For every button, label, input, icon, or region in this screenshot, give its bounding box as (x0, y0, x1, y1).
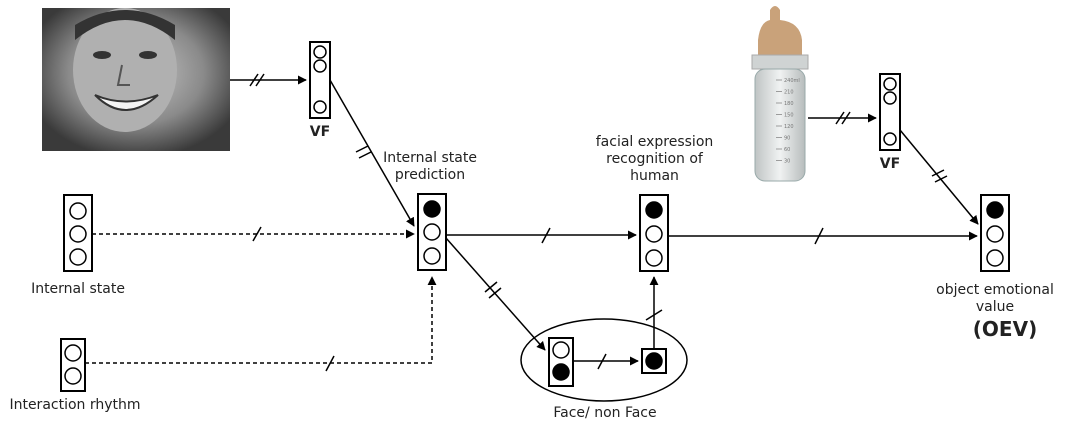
vf-left-node (309, 41, 331, 119)
bottle-scale-mark: 180 (784, 101, 794, 107)
face-photo (42, 8, 230, 151)
prediction-node (417, 193, 447, 271)
vf-left-label: VF (309, 124, 331, 140)
bottle-scale-mark: 150 (784, 113, 794, 119)
internal-state-prediction-label: Internal state prediction (383, 150, 477, 183)
vf-right-label: VF (879, 156, 901, 172)
face-nonface-group (520, 318, 688, 402)
bottle-scale-mark: 30 (784, 159, 790, 165)
oev-label: object emotional value (936, 282, 1054, 315)
internal-state-label: Internal state (31, 281, 125, 297)
connections (85, 73, 979, 372)
oev-acronym: (OEV) (972, 317, 1038, 341)
bottle-scale-mark: 90 (784, 136, 790, 142)
bottle-scale-mark: 120 (784, 124, 794, 130)
facial-expression-node (639, 194, 669, 272)
oev-node (980, 194, 1010, 272)
vf-right-node (879, 73, 901, 151)
facial-expression-label: facial expression recognition of human (595, 134, 714, 184)
interaction-rhythm-node (60, 338, 86, 392)
interaction-rhythm-label: Interaction rhythm (9, 397, 141, 413)
bottle-scale-mark: 210 (784, 90, 794, 96)
face-nonface-label: Face/ non Face (553, 405, 657, 421)
bottle-scale-mark: 60 (784, 147, 790, 153)
internal-state-node (63, 194, 93, 272)
bottle-scale-mark: 240ml (784, 78, 800, 84)
baby-bottle-photo: 240ml 210 180 150 120 90 60 30 (751, 6, 809, 182)
